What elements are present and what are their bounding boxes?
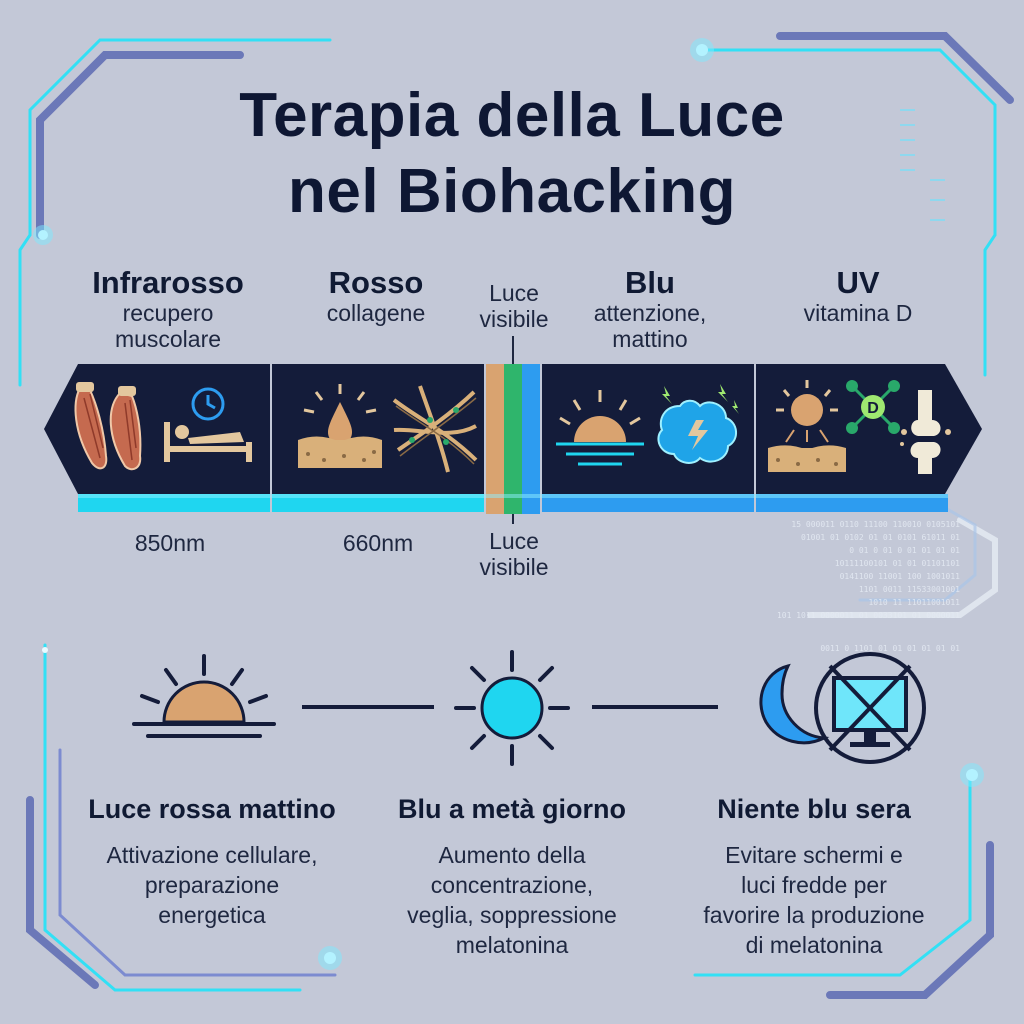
band-heading-uv: UV vitamina D — [803, 265, 913, 327]
schedule-title-evening: Niente blu sera — [717, 794, 911, 824]
band-heading-red: Rosso collagene — [326, 265, 426, 327]
sunrise-icon — [556, 390, 644, 466]
brain-lightning-icon — [657, 384, 739, 464]
band-heading-blue: Blu attenzione, mattino — [593, 265, 707, 353]
wavelength-label-660: 660nm — [342, 530, 414, 556]
collagen-fibers-icon — [392, 385, 478, 473]
visible-light-label-top: Luce visibile — [479, 280, 549, 332]
skin-drop-icon — [298, 384, 382, 468]
morning-sunrise-icon — [132, 654, 276, 738]
muscle-icon — [74, 382, 142, 471]
schedule-text-midday: Aumento della concentrazione, veglia, so… — [407, 842, 617, 958]
bed-clock-icon — [164, 387, 252, 462]
vitamin-d-molecule-icon: D — [846, 380, 900, 434]
moon-no-screen-icon — [759, 652, 926, 764]
wavelength-label-850: 850nm — [134, 530, 206, 556]
band-heading-infrared: Infrarosso recupero muscolare — [92, 265, 244, 353]
schedule-text-evening: Evitare schermi e luci fredde per favori… — [703, 842, 925, 958]
schedule-title-midday: Blu a metà giorno — [397, 794, 627, 824]
visible-light-label-bottom: Luce visibile — [479, 528, 549, 580]
binary-code-decoration: 15 000011 0110 11100 110010 0105101 0100… — [776, 520, 960, 653]
schedule-text-morning: Attivazione cellulare, preparazione ener… — [106, 842, 318, 928]
page-title: Terapia della Luce nel Biohacking — [239, 81, 785, 226]
sun-skin-icon — [768, 380, 846, 472]
bone-joint-icon — [900, 390, 951, 474]
svg-text:D: D — [867, 400, 879, 417]
schedule-title-morning: Luce rossa mattino — [88, 794, 336, 824]
midday-sun-icon — [454, 650, 570, 766]
